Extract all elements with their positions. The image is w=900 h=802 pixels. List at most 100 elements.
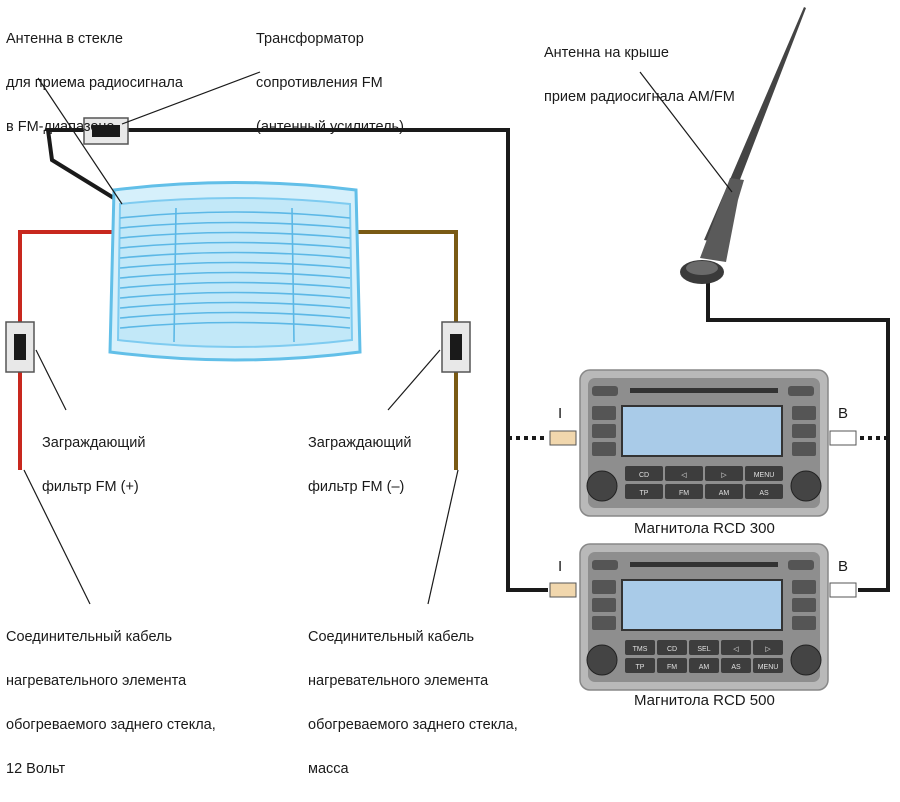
filter-minus-line-2: фильтр FM (–) [308, 479, 405, 495]
roof-antenna [680, 7, 806, 284]
radio-button [745, 466, 783, 481]
radio-button-label: ◁ [733, 646, 739, 653]
filter-plus-label: Заграждающий фильтр FM (+) [42, 410, 145, 520]
radio-button [753, 640, 783, 655]
radio-button [657, 658, 687, 673]
radio-button-label: ▷ [721, 472, 727, 479]
radio-button-label: TMS [633, 646, 648, 653]
radio-button [721, 658, 751, 673]
radio-button [705, 484, 743, 499]
cable-12v-line-4: 12 Вольт [6, 761, 66, 777]
side-button-right [792, 424, 816, 438]
radio-button-label: ▷ [765, 646, 771, 653]
heater-cable-ground [352, 230, 458, 470]
cable-ground-label: Соединительный кабель нагревательного эл… [308, 604, 518, 802]
glass-antenna-line-3: в FM-диапазоне [6, 119, 115, 135]
radio-button [745, 484, 783, 499]
radio-button [625, 640, 655, 655]
radio-button [625, 484, 663, 499]
radio-button-label: MENU [754, 472, 775, 479]
glass-antenna-line-2: для приема радиосигнала [6, 75, 183, 91]
radio-button [689, 640, 719, 655]
radio-button-label: TP [636, 664, 645, 671]
display-screen [621, 579, 783, 631]
radio-unit-1: CD ◁ ▷ MENU TP FM AM AS [549, 369, 857, 517]
leader-lines [23, 71, 733, 605]
radio-button-label: CD [639, 472, 649, 479]
tuner-knob [790, 644, 822, 676]
radio-rcd500-connector-right-label: B [838, 558, 849, 575]
radio-button-label: ◁ [681, 472, 687, 479]
side-button-right [792, 598, 816, 612]
radio-unit-2: TMS CD SEL ◁ ▷ TP FM AM AS MENU [549, 543, 857, 691]
cable-ground-line-4: масса [308, 761, 349, 777]
radios-layer: CD ◁ ▷ MENU TP FM AM AS TMS CD SEL ◁ ▷ TP FM AM AS MENU [549, 369, 857, 691]
cable-12v-label: Соединительный кабель нагревательного эл… [6, 604, 216, 802]
radio-button [753, 658, 783, 673]
info-button [788, 386, 814, 396]
cable-12v-line-1: Соединительный кабель [6, 629, 173, 645]
radio-button [689, 658, 719, 673]
radio-button [721, 640, 751, 655]
side-button-left [592, 424, 616, 438]
radio-button [625, 466, 663, 481]
radio-button-label: AM [719, 490, 730, 497]
radio-rcd300-connector-right-label: B [838, 405, 849, 422]
connector-left [549, 582, 577, 598]
side-button-left [592, 442, 616, 456]
antenna-wiring-diagram: CD ◁ ▷ MENU TP FM AM AS TMS CD SEL ◁ ▷ TP FM AM AS MENU [5, 7, 890, 691]
display-screen [621, 405, 783, 457]
radio-button-label: AS [759, 490, 769, 497]
radio-button [665, 466, 703, 481]
roof-antenna-line-2: прием радиосигнала AM/FM [544, 89, 735, 105]
cable-12v-line-2: нагревательного элемента [6, 673, 187, 689]
roof-antenna-label: Антенна на крыше прием радиосигнала AM/F… [544, 20, 735, 130]
radio-button [625, 658, 655, 673]
radio-rcd500-caption: Магнитола RCD 500 [634, 692, 775, 709]
side-button-right [792, 442, 816, 456]
radio-rcd300-connector-left-label: I [558, 405, 563, 422]
transformer-line-2: сопротивления FM [256, 75, 383, 91]
roof-antenna-line-1: Антенна на крыше [544, 45, 669, 61]
cd-slot [630, 388, 778, 393]
tuner-knob [790, 470, 822, 502]
cable-12v-line-3: обогреваемого заднего стекла, [6, 717, 216, 733]
radio-button-label: AS [731, 664, 741, 671]
radio-button-label: TP [640, 490, 649, 497]
transformer-line-3: (антенный усилитель) [256, 119, 404, 135]
side-button-right [792, 616, 816, 630]
filter-plus-line-2: фильтр FM (+) [42, 479, 139, 495]
radio-button-label: FM [667, 664, 677, 671]
connector-left [549, 430, 577, 446]
transformer-label: Трансформатор сопротивления FM (антенный… [256, 6, 404, 160]
side-button-left [592, 580, 616, 594]
glass-antenna-label: Антенна в стекле для приема радиосигнала… [6, 6, 183, 160]
filter-plus-box [5, 321, 35, 373]
eject-button [592, 560, 618, 570]
radio-button [665, 484, 703, 499]
radio-button-label: CD [667, 646, 677, 653]
cable-ground-line-3: обогреваемого заднего стекла, [308, 717, 518, 733]
side-button-left [592, 616, 616, 630]
radio-button-label: SEL [697, 646, 710, 653]
volume-knob [586, 470, 618, 502]
filter-plus-line-1: Заграждающий [42, 435, 146, 451]
filter-minus-line-1: Заграждающий [308, 435, 412, 451]
radio-button-label: FM [679, 490, 689, 497]
eject-button [592, 386, 618, 396]
cable-ground-line-1: Соединительный кабель [308, 629, 475, 645]
info-button [788, 560, 814, 570]
connector-right [829, 582, 857, 598]
side-button-right [792, 406, 816, 420]
radio-rcd500-connector-left-label: I [558, 558, 563, 575]
glass-antenna-line-1: Антенна в стекле [6, 31, 123, 47]
cd-slot [630, 562, 778, 567]
filter-minus-box [441, 321, 471, 373]
connector-right [829, 430, 857, 446]
radio-button-label: MENU [758, 664, 779, 671]
radio-rcd300-caption: Магнитола RCD 300 [634, 520, 775, 537]
rear-window-glass [108, 181, 362, 362]
radio-button-label: AM [699, 664, 710, 671]
filter-minus-label: Заграждающий фильтр FM (–) [308, 410, 411, 520]
radio-button [657, 640, 687, 655]
